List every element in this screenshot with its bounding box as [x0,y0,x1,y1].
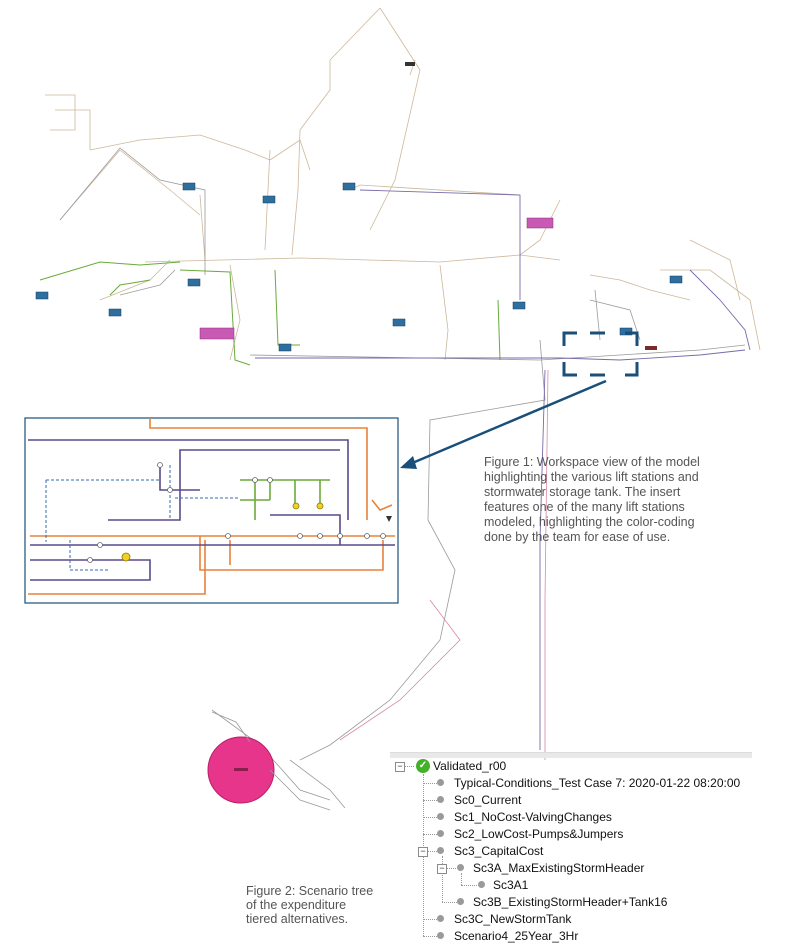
tank-label-marker [234,768,248,771]
scenario-label: Scenario4_25Year_3Hr [454,929,579,943]
figure-1-caption: Figure 1: Workspace view of the model hi… [484,455,700,544]
collapse-toggle-icon[interactable]: − [418,847,428,857]
scenario-label: Sc3B_ExistingStormHeader+Tank16 [473,895,668,909]
network-pipes-green [39,261,501,366]
node-labels [35,182,683,352]
scenario-label: Sc3A_MaxExistingStormHeader [473,861,645,875]
bullet-icon [437,830,444,837]
check-icon: ✓ [416,759,430,773]
bullet-icon [437,779,444,786]
lift-station-insert [24,417,399,604]
scenario-tree: − ✓ Validated_r00 Typical-Conditions_Tes… [390,750,752,952]
bullet-icon [457,864,464,871]
bullet-icon [437,847,444,854]
tree-root-label: Validated_r00 [433,759,507,773]
tree-header-bar [390,752,752,758]
bullet-icon [437,932,444,939]
pump-icon [121,552,131,562]
bullet-icon [437,813,444,820]
scenario-label: Sc3_CapitalCost [454,844,544,858]
small-marker [645,346,657,350]
scenario-label: Sc3A1 [493,878,529,892]
scenario-label: Sc3C_NewStormTank [454,912,572,926]
network-pipes-pink [339,369,549,760]
network-pipes [45,7,761,361]
scenario-label: Sc1_NoCost-ValvingChanges [454,810,612,824]
pump-icon [292,502,300,510]
lift-station-labels [199,217,554,340]
collapse-toggle-icon[interactable]: − [437,864,447,874]
scenario-label: Typical-Conditions_Test Case 7: 2020-01-… [454,776,741,790]
valve-icon [386,516,392,522]
bullet-icon [457,898,464,905]
scenario-label: Sc0_Current [454,793,522,807]
bullet-icon [478,881,485,888]
callout-bracket [562,331,639,377]
bullet-icon [437,915,444,922]
collapse-toggle-icon[interactable]: − [395,762,405,772]
callout-arrow [400,379,607,469]
small-marker [405,62,415,66]
network-pipes-gray [59,147,746,801]
scenario-label: Sc2_LowCost-Pumps&Jumpers [454,827,624,841]
pump-icon [316,502,324,510]
figure-2-caption: Figure 2: Scenario tree of the expenditu… [246,884,374,926]
bullet-icon [437,796,444,803]
network-pipes-purple [255,189,751,750]
